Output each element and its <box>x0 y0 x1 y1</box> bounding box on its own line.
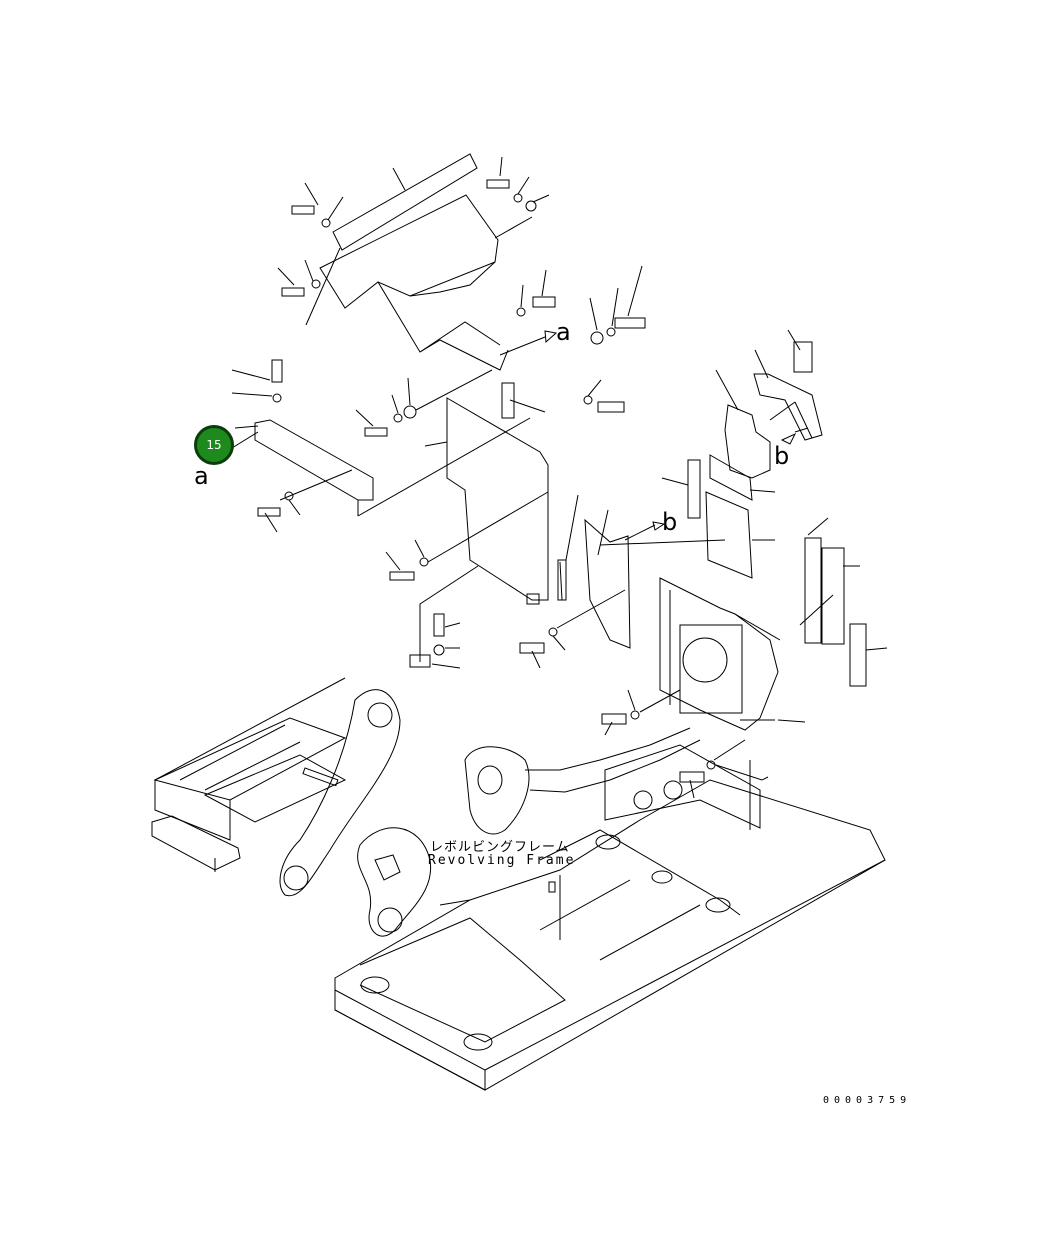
caption-japanese: レボルビングフレーム <box>430 840 570 855</box>
reference-letter-b-top: b <box>774 442 790 470</box>
reference-letter-b-mid: b <box>662 508 678 536</box>
callout-leader <box>231 431 259 449</box>
document-number: 00003759 <box>823 1095 912 1106</box>
right-panel-group <box>519 509 806 799</box>
arrow-b <box>780 427 809 445</box>
left-bracket <box>231 359 531 533</box>
reference-letter-a-left: a <box>194 462 209 490</box>
seal-pads <box>661 329 888 687</box>
arrow-a-top <box>499 330 558 356</box>
center-panel <box>355 369 579 669</box>
top-cover-plate <box>319 153 509 371</box>
callout-15-button[interactable]: 15 <box>194 425 234 465</box>
bolt-set-upper-left <box>277 167 406 326</box>
revolving-frame <box>151 677 886 1091</box>
reference-letter-a-top: a <box>556 318 571 346</box>
caption-english: Revolving Frame <box>428 853 576 868</box>
bolt-set-upper-right <box>486 156 646 413</box>
